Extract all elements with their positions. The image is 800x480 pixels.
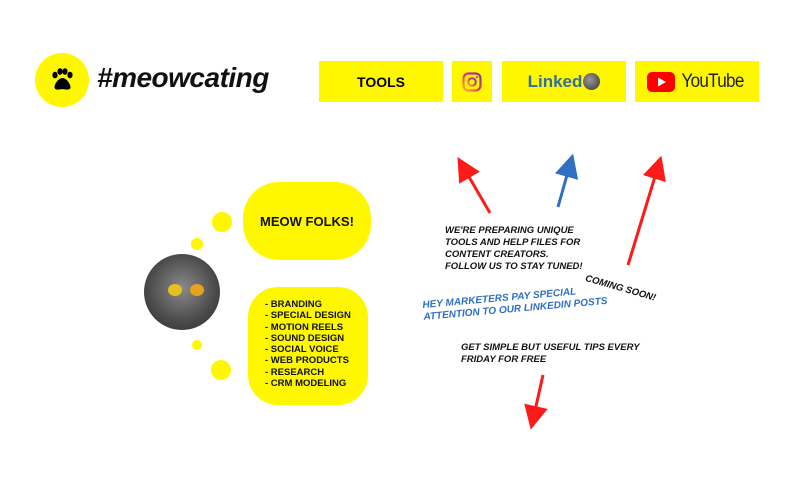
cat-avatar — [144, 254, 220, 330]
services-bubble: - BRANDING - SPECIAL DESIGN - MOTION REE… — [248, 287, 368, 405]
service-item: - SOCIAL VOICE — [265, 344, 339, 356]
service-item: - WEB PRODUCTS — [265, 355, 349, 367]
note-line: FOLLOW US TO STAY TUNED! — [445, 261, 583, 272]
greeting-bubble: MEOW FOLKS! — [243, 182, 371, 260]
linkedin-button[interactable]: Linked — [502, 61, 626, 102]
thought-dot — [212, 212, 232, 232]
note-line: WE'RE PREPARING UNIQUE — [445, 225, 574, 236]
arrow-to-youtube — [626, 155, 666, 266]
youtube-button[interactable]: YouTube — [635, 61, 759, 102]
linkedin-label: Linked — [527, 71, 583, 91]
youtube-label: YouTube — [681, 70, 744, 92]
brand-title: #meowcating — [97, 62, 269, 93]
service-item: - SPECIAL DESIGN — [265, 310, 351, 322]
arrow-to-linkedin — [555, 153, 579, 208]
youtube-note: GET SIMPLE BUT USEFUL TIPS EVERY FRIDAY … — [461, 342, 640, 366]
paw-icon — [52, 68, 73, 90]
note-line: GET SIMPLE BUT USEFUL TIPS EVERY — [461, 342, 640, 353]
service-item: - SOUND DESIGN — [265, 332, 345, 344]
logo[interactable] — [35, 53, 89, 107]
service-item: - BRANDING — [265, 299, 322, 310]
service-item: - MOTION REELS — [265, 321, 344, 333]
tools-note: WE'RE PREPARING UNIQUE TOOLS AND HELP FI… — [445, 225, 583, 273]
cat-in-icon — [583, 73, 601, 90]
instagram-button[interactable] — [452, 61, 492, 102]
thought-dot — [192, 340, 202, 350]
note-line: TOOLS AND HELP FILES FOR — [445, 237, 581, 248]
tools-button[interactable]: TOOLS — [319, 61, 443, 102]
thought-dot — [191, 238, 203, 250]
arrow-to-tools — [457, 157, 492, 214]
arrow-down — [524, 374, 548, 430]
note-line: FRIDAY FOR FREE — [461, 354, 547, 365]
youtube-play-icon — [646, 71, 675, 92]
thought-dot — [211, 360, 231, 380]
note-line: CONTENT CREATORS. — [445, 249, 549, 260]
service-item: - CRM MODELING — [265, 378, 347, 390]
service-item: - RESEARCH — [265, 366, 325, 378]
instagram-icon — [462, 71, 482, 92]
